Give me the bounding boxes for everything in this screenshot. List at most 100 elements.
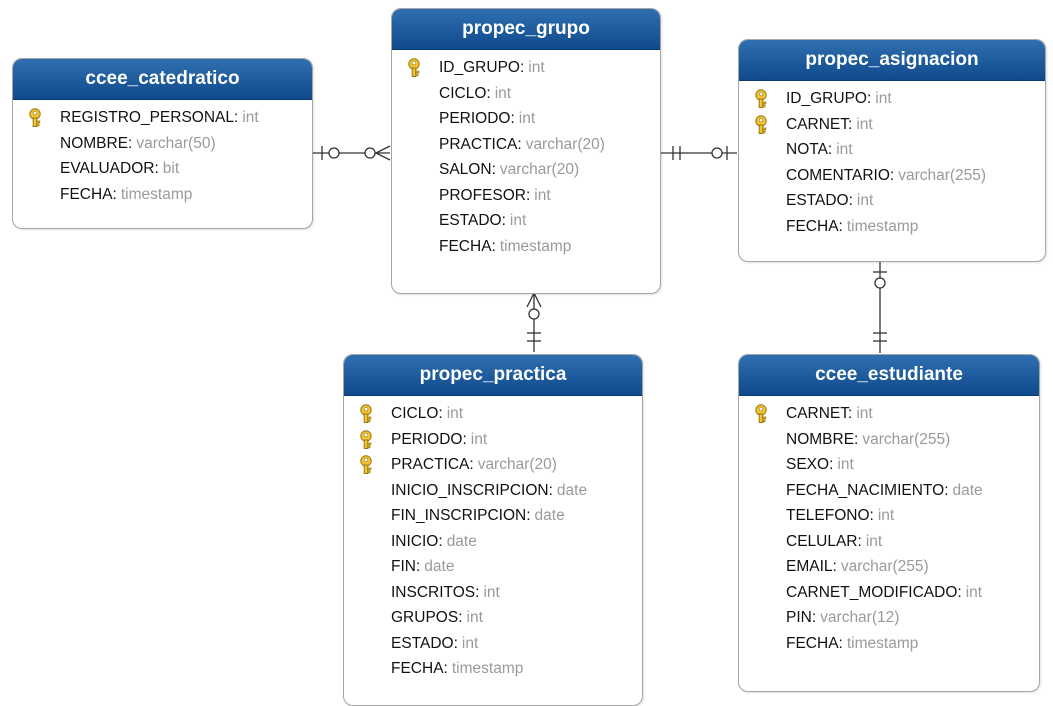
primary-key-icon <box>753 89 769 109</box>
field-name: FECHA <box>786 634 839 652</box>
entity-field: INICIO:date <box>344 529 642 555</box>
field-name: FECHA <box>60 185 113 203</box>
field-name: NOMBRE <box>60 134 129 152</box>
field-name: CARNET <box>786 405 849 422</box>
field-separator: : <box>869 507 874 524</box>
field-name: COMENTARIO <box>786 166 890 184</box>
entity-field: FIN_INSCRIPCION:date <box>344 503 642 529</box>
field-type: date <box>534 507 565 524</box>
field-separator: : <box>475 583 480 601</box>
field-name: PRACTICA <box>439 135 518 153</box>
primary-key-icon <box>358 455 374 475</box>
entity-title: ccee_catedratico <box>13 59 312 100</box>
field-type: int <box>865 532 883 550</box>
field-name: PRACTICA <box>391 456 470 473</box>
field-name: FECHA <box>391 660 444 677</box>
entity-field: PIN:varchar(12) <box>739 605 1039 631</box>
entity-field: PERIODO:int <box>392 106 660 132</box>
entity-field: EMAIL:varchar(255) <box>739 554 1039 580</box>
field-name: CARNET_MODIFICADO <box>786 583 958 601</box>
field-type: date <box>952 481 983 499</box>
rel-catedratico-grupo[interactable] <box>312 145 391 161</box>
field-separator: : <box>838 634 843 652</box>
field-separator: : <box>486 84 491 102</box>
rel-grupo-practica[interactable] <box>526 292 542 352</box>
field-type: varchar(255) <box>898 166 987 184</box>
rel-asignacion-estudiante[interactable] <box>873 260 887 353</box>
field-type: int <box>875 90 892 107</box>
field-separator: : <box>154 160 159 177</box>
field-separator: : <box>526 507 531 524</box>
entity-field: ESTADO:int <box>739 188 1045 214</box>
field-type: int <box>856 405 873 422</box>
entity-field: NOMBRE:varchar(255) <box>739 427 1039 453</box>
field-separator: : <box>838 217 843 235</box>
rel-grupo-asignacion[interactable] <box>660 146 737 160</box>
entity-field: FECHA_NACIMIENTO:date <box>739 478 1039 504</box>
entity-field: COMENTARIO:varchar(255) <box>739 163 1045 189</box>
entity-field: ESTADO:int <box>344 631 642 657</box>
entity-field: PRACTICA:varchar(20) <box>344 452 642 478</box>
entity-field: NOTA:int <box>739 137 1045 163</box>
entity-field: FECHA:timestamp <box>13 182 312 208</box>
field-type: int <box>242 109 259 126</box>
primary-key-icon <box>358 404 374 424</box>
entity-field: NOMBRE:varchar(50) <box>13 131 312 157</box>
field-type: int <box>466 609 483 626</box>
field-name: CICLO <box>439 84 487 102</box>
field-separator: : <box>866 90 872 107</box>
field-name: EMAIL <box>786 558 833 575</box>
entity-title: propec_asignacion <box>739 40 1045 81</box>
field-type: varchar(20) <box>499 161 580 178</box>
field-name: ESTADO <box>786 192 849 209</box>
entity-field: EVALUADOR:bit <box>13 156 312 182</box>
field-name: FECHA <box>439 237 492 255</box>
field-separator: : <box>453 634 458 652</box>
field-name: NOTA <box>786 141 828 158</box>
field-name: PROFESOR <box>439 186 526 204</box>
field-type: bit <box>162 160 180 177</box>
entity-field: CICLO:int <box>344 401 642 427</box>
field-type: int <box>461 634 479 652</box>
field-name: INICIO <box>391 532 439 550</box>
field-separator: : <box>510 110 515 127</box>
field-name: ID_GRUPO <box>439 59 520 76</box>
field-name: FIN_INSCRIPCION <box>391 507 527 524</box>
field-type: timestamp <box>451 660 524 677</box>
field-type: int <box>856 192 874 209</box>
field-type: varchar(255) <box>840 558 929 575</box>
field-name: INICIO_INSCRIPCION <box>391 481 549 499</box>
field-separator: : <box>525 186 531 204</box>
field-separator: : <box>415 558 421 575</box>
field-type: int <box>446 405 464 422</box>
primary-key-icon <box>753 404 769 424</box>
field-separator: : <box>469 456 474 473</box>
field-separator: : <box>854 430 859 448</box>
field-separator: : <box>832 558 837 575</box>
field-separator: : <box>112 185 117 203</box>
entity-field: REGISTRO_PERSONAL:int <box>13 105 312 131</box>
field-separator: : <box>438 405 443 422</box>
field-name: FECHA <box>786 217 839 235</box>
field-name: REGISTRO_PERSONAL <box>60 109 234 126</box>
field-name: ID_GRUPO <box>786 90 867 107</box>
entity-title: propec_practica <box>344 355 642 396</box>
field-type: int <box>856 115 873 133</box>
field-type: int <box>483 583 500 601</box>
entity-field: PERIODO:int <box>344 427 642 453</box>
field-type: int <box>509 212 527 229</box>
entity-field: ID_GRUPO:int <box>392 55 660 81</box>
field-name: CICLO <box>391 405 439 422</box>
field-type: int <box>877 507 895 524</box>
field-separator: : <box>811 609 817 626</box>
field-separator: : <box>827 141 833 158</box>
field-type: int <box>837 456 854 473</box>
